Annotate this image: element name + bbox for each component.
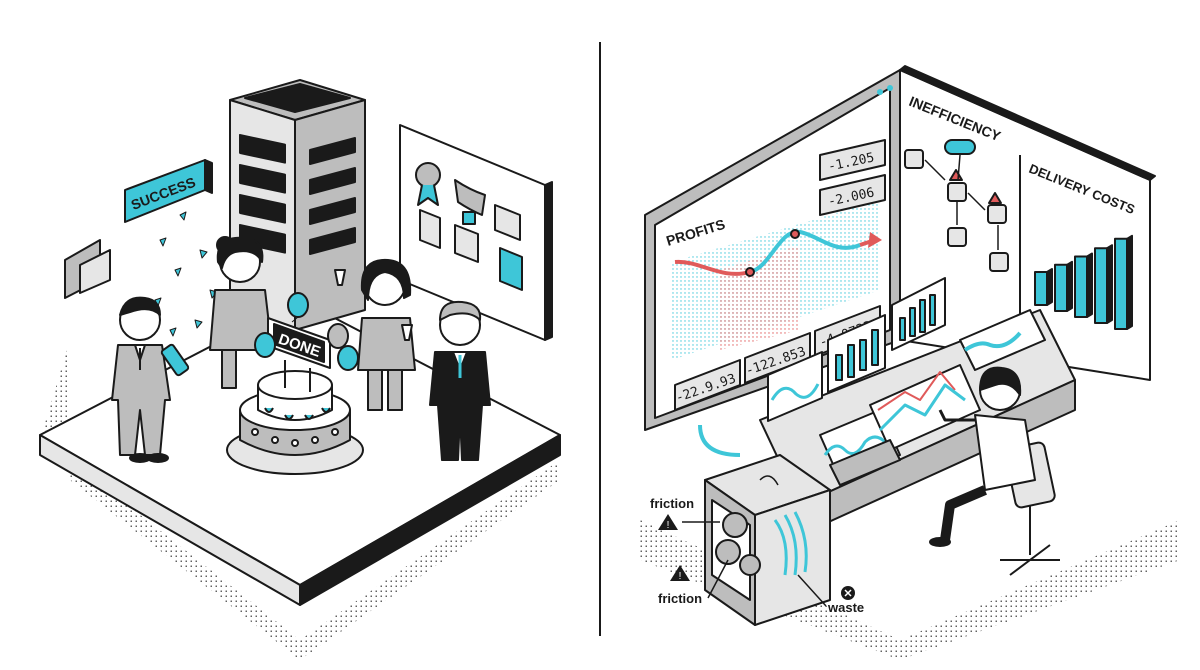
right-scene: PROFITS -22.9.93 -122.853 -4.0723 -1.205…	[640, 65, 1180, 660]
profits-line-blue	[749, 229, 861, 274]
delivery-bar-side	[1106, 244, 1113, 324]
delivery-bar-side	[1066, 260, 1073, 312]
machine-box	[704, 454, 831, 626]
delivery-bar-side	[1126, 234, 1133, 330]
friction-label-bottom: friction	[658, 591, 702, 606]
delivery-bar-side	[1086, 252, 1093, 318]
machine-labels: friction ! ! friction waste	[650, 496, 864, 615]
delivery-bar	[1114, 237, 1128, 330]
side-screen: INEFFICIENCY DELIVERY COSTS	[877, 65, 1156, 381]
console-desk	[759, 277, 1076, 536]
award-board	[399, 124, 553, 341]
svg-text:!: !	[667, 520, 670, 531]
warning-triangle-icon	[670, 565, 690, 581]
delivery-bar	[1034, 271, 1048, 306]
success-banner: SUCCESS	[124, 159, 213, 223]
svg-text:!: !	[679, 571, 682, 582]
delivery-bar	[1094, 247, 1108, 324]
delivery-bar-side	[1046, 268, 1053, 306]
waste-label: waste	[827, 600, 864, 615]
delivery-bars	[1034, 234, 1133, 330]
cake: DONE	[226, 292, 364, 475]
operator	[929, 366, 1060, 576]
profits-line-red	[674, 259, 751, 276]
person-woman-right	[334, 258, 416, 411]
delivery-bar	[1074, 255, 1088, 318]
friction-label-top: friction	[650, 496, 694, 511]
delivery-bar	[1054, 263, 1068, 312]
left-scene: SUCCESS	[39, 79, 561, 660]
warning-triangle-icon	[658, 514, 678, 530]
person-left	[111, 296, 190, 463]
person-right-man	[429, 300, 491, 461]
